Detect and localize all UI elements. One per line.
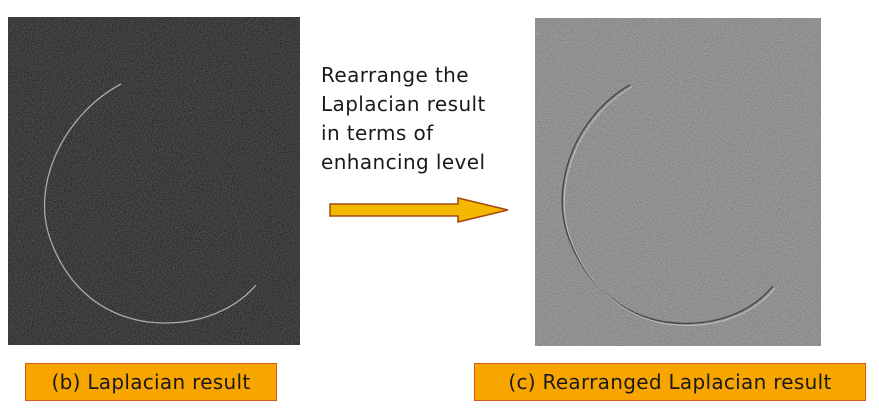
caption-laplacian-result: (b) Laplacian result xyxy=(25,363,277,401)
laplacian-faint-edge xyxy=(157,96,244,248)
rearranged-noise-light xyxy=(535,18,821,346)
description-line-1: Rearrange the xyxy=(321,63,469,87)
rearranged-laplacian-image xyxy=(535,18,821,346)
laplacian-result-image xyxy=(8,17,300,345)
right-arrow-icon xyxy=(329,197,509,223)
description-line-2: Laplacian result xyxy=(321,92,486,116)
description-line-4: enhancing level xyxy=(321,150,486,174)
laplacian-noise xyxy=(8,17,300,345)
caption-rearranged-laplacian-result: (c) Rearranged Laplacian result xyxy=(474,363,866,401)
laplacian-image-svg xyxy=(8,17,300,345)
rearranged-image-svg xyxy=(535,18,821,346)
laplacian-edge-arc xyxy=(43,83,257,324)
rearranged-edge-arc-light xyxy=(563,86,776,326)
transition-description: Rearrange the Laplacian result in terms … xyxy=(321,61,521,177)
description-line-3: in terms of xyxy=(321,121,434,145)
